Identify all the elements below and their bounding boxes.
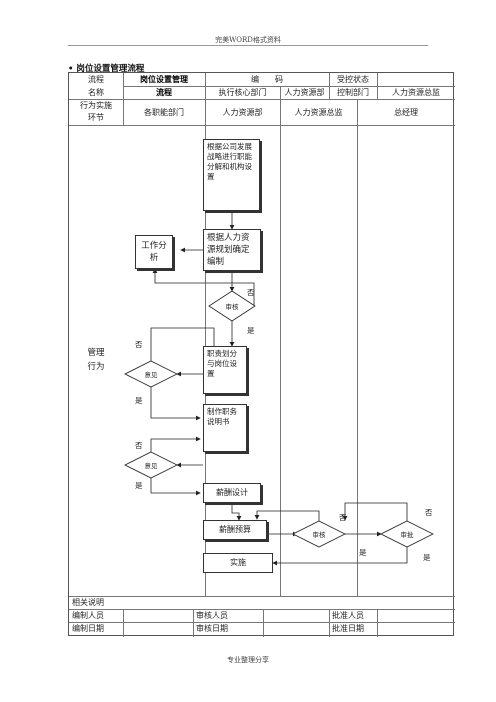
opinion2-label: 意见: [144, 462, 158, 470]
step-job-description: 制作职务说明书: [203, 404, 247, 452]
label-compiler: 编制人员: [72, 611, 104, 620]
step-implement: 实施: [203, 553, 273, 573]
review2-no-label: 否: [339, 513, 347, 522]
decision-review1: [208, 290, 256, 322]
label-exec-dept: 执行核心部门: [218, 88, 267, 97]
page-header: 完美WORD格式资料: [215, 36, 281, 44]
grid-line: [329, 609, 330, 637]
label-hr-dept: 人力资源部: [284, 88, 325, 97]
step-work-analysis: 工作分析: [135, 235, 173, 269]
grid-line: [69, 125, 455, 126]
grid-line: [123, 73, 124, 125]
grid-line: [69, 622, 455, 623]
process-table: 流程 名称 岗位设置管理 流程 编 码 受控状态 执行核心部门 人力资源部 控制…: [68, 72, 455, 637]
step-salary-design: 薪酬设计: [203, 483, 261, 503]
label-stage: 行为实施: [80, 101, 112, 110]
opinion2-yes-label: 是: [135, 481, 143, 490]
label-approver: 批准人员: [332, 611, 364, 620]
lane-functional: 各职能部门: [144, 108, 184, 117]
label-flow: 流程: [88, 75, 104, 84]
grid-line: [123, 86, 455, 87]
grid-line: [329, 73, 330, 99]
left-label-2: 行为: [87, 362, 105, 372]
grid-line: [357, 99, 358, 596]
decision-review2: [292, 520, 346, 548]
decision-approve: [380, 520, 434, 548]
step-duty-division: 职责划分与岗位设置: [203, 346, 247, 394]
opinion1-label: 意见: [144, 371, 158, 379]
related-notes: 相关说明: [72, 598, 104, 607]
flow-connectors: [124, 213, 434, 566]
section-title: • 岗位设置管理流程: [68, 64, 145, 74]
decision-opinion1: [124, 360, 178, 388]
left-label-1: 管理: [87, 348, 105, 358]
grid-line: [193, 609, 194, 637]
opinion1-no-label: 否: [135, 340, 143, 349]
step-salary-budget: 薪酬预算: [203, 520, 267, 540]
header-divider: [68, 45, 428, 46]
label-ctrl-dept: 控制部门: [337, 88, 369, 97]
opinion2-no-label: 否: [135, 441, 143, 450]
grid-line: [280, 99, 281, 596]
approve-label: 审批: [400, 531, 414, 539]
review1-label: 审核: [225, 303, 239, 311]
label-compile-date: 编制日期: [72, 624, 104, 633]
review1-yes-label: 是: [247, 326, 255, 335]
grid-line: [123, 609, 124, 637]
lane-gm: 总经理: [394, 108, 418, 117]
section-title-text: 岗位设置管理流程: [76, 64, 145, 74]
grid-line: [280, 86, 281, 99]
lane-hr-director: 人力资源总监: [294, 108, 343, 117]
step-determine-staffing: 根据人力资源规划确定编制: [203, 229, 261, 271]
grid-line: [377, 609, 378, 637]
grid-line: [69, 99, 455, 100]
label-review-date: 审核日期: [196, 624, 228, 633]
review1-no-label: 否: [247, 288, 255, 297]
review2-label: 审核: [312, 531, 326, 539]
label-reviewer: 审核人员: [196, 611, 228, 620]
lane-hr: 人力资源部: [222, 108, 263, 117]
approve-yes-label: 是: [423, 553, 431, 562]
label-approve-date: 批准日期: [332, 624, 364, 633]
grid-line: [205, 73, 206, 99]
grid-line: [263, 609, 264, 637]
grid-line: [377, 73, 378, 99]
review2-yes-label: 是: [359, 548, 367, 557]
grid-line: [69, 596, 455, 597]
page-footer: 专业整理分享: [227, 656, 269, 664]
label-stage-2: 环节: [88, 113, 104, 122]
opinion1-yes-label: 是: [135, 396, 143, 405]
label-control-status: 受控状态: [337, 75, 369, 84]
approve-no-label: 否: [425, 508, 433, 517]
label-code: 编 码: [251, 75, 283, 84]
step-strategy-breakdown: 根据公司发展战略进行职能分解和机构设置: [203, 139, 260, 211]
label-name: 名称: [88, 88, 104, 97]
flow-name: 岗位设置管理: [140, 74, 188, 84]
flow-name-2: 流程: [156, 87, 172, 97]
label-hr-director: 人力资源总监: [392, 88, 440, 97]
decision-opinion2: [124, 451, 178, 479]
grid-line: [69, 609, 455, 610]
